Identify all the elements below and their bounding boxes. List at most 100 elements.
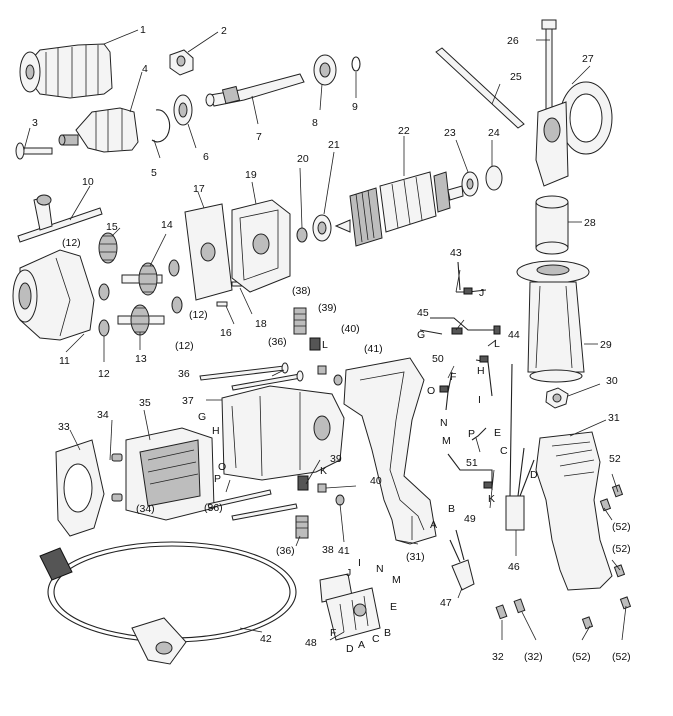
- letter-k-1: K: [488, 493, 495, 505]
- part-47-strain-relief: [449, 529, 475, 591]
- part-6-washer: [173, 94, 193, 126]
- letter-e-2: E: [390, 601, 397, 613]
- part-45-wire: [419, 317, 501, 335]
- label-36a: (36): [268, 336, 287, 348]
- label-35: 35: [139, 397, 151, 409]
- label-27: 27: [582, 53, 594, 65]
- part-31-handle-half-right: [535, 431, 613, 591]
- part-19-bearing-housing: [231, 199, 291, 293]
- label-41: 41: [338, 545, 350, 557]
- label-32: 32: [492, 651, 504, 663]
- part-8-bearing: [313, 54, 337, 86]
- label-40b: (40): [341, 323, 360, 335]
- label-6: 6: [203, 151, 209, 163]
- label-4: 4: [142, 63, 148, 75]
- letter-b-2: B: [384, 627, 391, 639]
- letter-j-1: J: [479, 287, 484, 299]
- connection-letter-labels: J G L F H O I N P M E C D K A B G H O P …: [198, 287, 538, 655]
- label-44: 44: [508, 329, 520, 341]
- part-24-ring: [485, 165, 503, 191]
- label-48: 48: [305, 637, 317, 649]
- label-51: 51: [466, 457, 478, 469]
- label-17: 17: [193, 183, 205, 195]
- part-16-pin: [216, 301, 228, 307]
- label-34b: (34): [136, 503, 155, 515]
- label-38b: (38): [292, 285, 311, 297]
- label-23: 23: [444, 127, 456, 139]
- label-26: 26: [507, 35, 519, 47]
- label-5: 5: [151, 167, 157, 179]
- letter-h-1: H: [477, 365, 485, 377]
- letter-i-1: I: [478, 394, 481, 406]
- letter-f-2: F: [330, 627, 336, 639]
- part-11-gear-housing: [12, 249, 95, 341]
- part-number-labels: 1 2 3 4 5 6 7 8 9 10 11 12 (12) (12) (12…: [32, 24, 631, 663]
- label-18: 18: [255, 318, 267, 330]
- letter-b-1: B: [448, 503, 455, 515]
- letter-n-1: N: [440, 417, 448, 429]
- leader-lines: [23, 29, 627, 641]
- label-43: 43: [450, 247, 462, 259]
- part-30-nut: [545, 387, 569, 409]
- letter-p-2: P: [214, 473, 221, 485]
- label-19: 19: [245, 169, 257, 181]
- letter-i-2: I: [358, 557, 361, 569]
- label-12c: (12): [175, 340, 194, 352]
- label-1: 1: [140, 24, 146, 36]
- label-29: 29: [600, 339, 612, 351]
- part-35-field-coil: [125, 427, 215, 521]
- label-21: 21: [328, 139, 340, 151]
- letter-g-1: G: [417, 329, 425, 341]
- part-13-gear-shaft: [117, 304, 165, 336]
- part-27-handle-clamp: [535, 81, 613, 187]
- label-31: 31: [608, 412, 620, 424]
- part-33-end-plate: [55, 439, 105, 537]
- part-42-power-cord: [39, 541, 297, 665]
- letter-c-1: C: [500, 445, 508, 457]
- part-5-circlip: [151, 109, 171, 143]
- label-12: 12: [98, 368, 110, 380]
- label-11: 11: [59, 355, 70, 367]
- label-31b: (31): [406, 551, 425, 563]
- part-7-spindle: [205, 73, 305, 107]
- part-51-wire: [471, 427, 487, 441]
- letter-h-2: H: [212, 425, 220, 437]
- letter-e-1: E: [494, 427, 501, 439]
- part-52-screws: [581, 484, 632, 630]
- label-52c: (52): [572, 651, 591, 663]
- label-30: 30: [606, 375, 618, 387]
- label-7: 7: [256, 131, 262, 143]
- letter-d-2: D: [346, 643, 354, 655]
- label-25: 25: [510, 71, 522, 83]
- part-32-screws: [495, 598, 526, 620]
- label-52d: (52): [612, 651, 631, 663]
- label-36c: (36): [276, 545, 295, 557]
- letter-l-1: L: [494, 338, 500, 350]
- label-37: 37: [182, 395, 194, 407]
- part-49-wire: [447, 453, 493, 490]
- letter-g-2: G: [198, 411, 206, 423]
- letter-m-1: M: [442, 435, 451, 447]
- part-29-side-handle: [516, 260, 590, 383]
- label-39: 39: [330, 453, 342, 465]
- part-21-bearing: [312, 214, 332, 242]
- part-2-nut: [169, 49, 194, 76]
- label-52: 52: [609, 453, 621, 465]
- label-34: 34: [97, 409, 109, 421]
- label-46: 46: [508, 561, 520, 573]
- label-15: 15: [106, 221, 118, 233]
- letter-o-1: O: [427, 385, 435, 397]
- label-13: 13: [135, 353, 147, 365]
- label-49: 49: [464, 513, 476, 525]
- part-46-capacitor: [505, 363, 535, 531]
- label-47: 47: [440, 597, 452, 609]
- letter-o-2: O: [218, 461, 226, 473]
- part-44-wire: [475, 355, 493, 397]
- label-38: 38: [322, 544, 334, 556]
- letter-k-2: K: [320, 465, 327, 477]
- label-32b: (32): [524, 651, 543, 663]
- part-20-bushing: [296, 227, 308, 243]
- label-36b: (36): [204, 502, 223, 514]
- part-23-bearing: [461, 171, 479, 197]
- label-45: 45: [417, 307, 429, 319]
